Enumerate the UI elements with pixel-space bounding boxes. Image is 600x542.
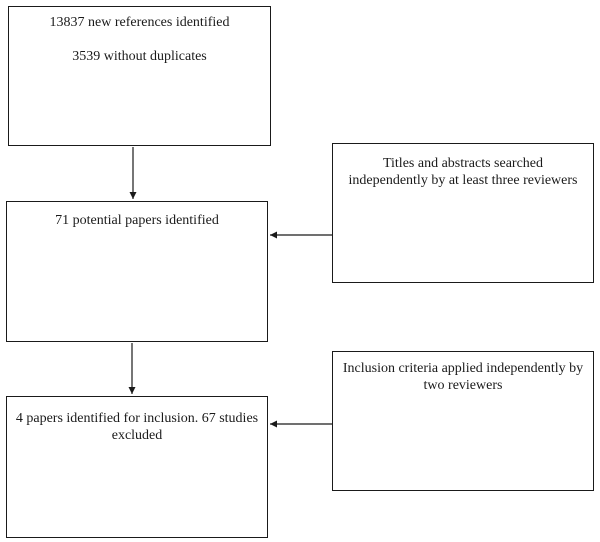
criteria-step-text-line1: Inclusion criteria applied independently… — [342, 361, 584, 376]
references-box: 13837 new references identified 3539 wit… — [8, 6, 271, 146]
unique-references-text: 3539 without duplicates — [72, 49, 207, 64]
references-count-text: 13837 new references identified — [49, 15, 230, 30]
criteria-step-text-line2: two reviewers — [423, 378, 503, 393]
included-papers-text-line2: excluded — [111, 428, 163, 443]
screening-step-text-line1: Titles and abstracts searched — [382, 156, 544, 171]
screening-step-box: Titles and abstracts searched independen… — [332, 143, 594, 283]
included-papers-text-line1: 4 papers identified for inclusion. 67 st… — [15, 411, 259, 426]
included-papers-box: 4 papers identified for inclusion. 67 st… — [6, 396, 268, 538]
screening-step-text-line2: independently by at least three reviewer… — [348, 173, 578, 188]
potential-papers-text: 71 potential papers identified — [55, 213, 219, 228]
criteria-step-box: Inclusion criteria applied independently… — [332, 351, 594, 491]
potential-papers-box: 71 potential papers identified — [6, 201, 268, 342]
